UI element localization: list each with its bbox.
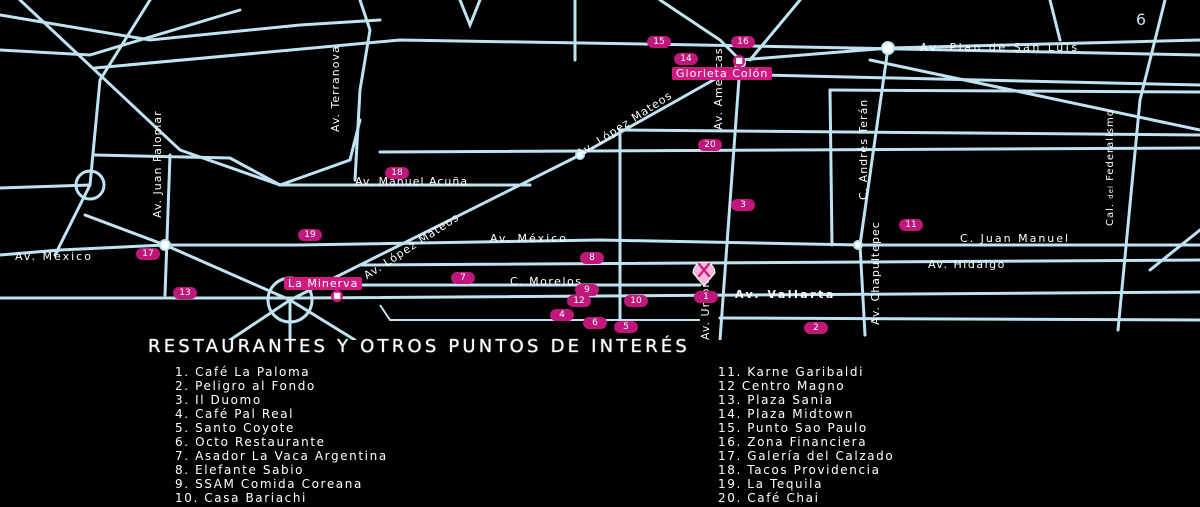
street-label-andres-teran: C. Andrés Terán bbox=[857, 98, 870, 200]
road bbox=[93, 38, 1200, 70]
legend-list-left: 1. Café La Paloma 2. Peligro al Fondo 3.… bbox=[175, 365, 388, 505]
legend-item: 13. Plaza Sania bbox=[718, 393, 834, 407]
road bbox=[828, 88, 834, 247]
road bbox=[378, 146, 1200, 154]
poi-marker-19[interactable]: 19 bbox=[298, 229, 322, 241]
poi-marker-17[interactable]: 17 bbox=[136, 248, 160, 260]
street-label-federalismo-del: del bbox=[1107, 185, 1115, 199]
poi-marker-5[interactable]: 5 bbox=[614, 321, 638, 333]
poi-marker-18[interactable]: 18 bbox=[385, 167, 409, 179]
road-federalismo bbox=[1116, 0, 1167, 332]
legend-item: 4. Café Pal Real bbox=[175, 407, 295, 421]
street-label-manuel-acuna: Av. Manuel Acuña bbox=[355, 175, 469, 188]
legend-item: 2. Peligro al Fondo bbox=[175, 379, 316, 393]
road-manuel-acuna bbox=[93, 153, 532, 187]
poi-marker-2[interactable]: 2 bbox=[804, 322, 828, 334]
poi-marker-1[interactable]: 1 bbox=[694, 291, 718, 303]
legend-item: 12 Centro Magno bbox=[718, 379, 846, 393]
road bbox=[0, 13, 382, 42]
road bbox=[758, 73, 1200, 87]
road bbox=[0, 8, 242, 57]
road bbox=[718, 316, 1200, 322]
legend-item: 20. Café Chai bbox=[718, 491, 820, 505]
poi-marker-16[interactable]: 16 bbox=[731, 36, 755, 48]
roundabout bbox=[575, 150, 585, 160]
road bbox=[658, 0, 742, 62]
page-number: 6 bbox=[1135, 10, 1146, 29]
roundabout bbox=[74, 169, 106, 201]
legend-item: 16. Zona Financiera bbox=[718, 435, 868, 449]
street-label-vallarta: Av. Vallarta bbox=[735, 288, 836, 301]
roundabout bbox=[159, 239, 171, 251]
road-hidalgo bbox=[358, 258, 1200, 267]
poi-marker-15[interactable]: 15 bbox=[647, 36, 671, 48]
place-la-minerva: La Minerva bbox=[284, 277, 363, 290]
road bbox=[379, 304, 700, 321]
legend-item: 14. Plaza Midtown bbox=[718, 407, 855, 421]
poi-marker-4[interactable]: 4 bbox=[550, 309, 574, 321]
road bbox=[868, 58, 1200, 132]
poi-marker-6[interactable]: 6 bbox=[583, 317, 607, 329]
poi-marker-3[interactable]: 3 bbox=[731, 199, 755, 211]
road bbox=[353, 0, 372, 182]
street-label-plan-de-san-luis: Av. Plan de San Luis bbox=[920, 41, 1080, 54]
poi-marker-11[interactable]: 11 bbox=[899, 219, 923, 231]
legend-item: 7. Asador La Vaca Argentina bbox=[175, 449, 388, 463]
road bbox=[1048, 0, 1062, 42]
legend-item: 5. Santo Coyote bbox=[175, 421, 295, 435]
street-label-federalismo-name: Federalismo bbox=[1105, 109, 1116, 181]
roundabout bbox=[853, 240, 863, 250]
street-label-juan-palomar: Av. Juan Palomar bbox=[151, 110, 164, 218]
legend-item: 1. Café La Paloma bbox=[175, 365, 311, 379]
legend-item: 8. Elefante Sabio bbox=[175, 463, 305, 477]
poi-marker-7[interactable]: 7 bbox=[451, 272, 475, 284]
legend-item: 11. Karne Garibaldi bbox=[718, 365, 865, 379]
road bbox=[618, 128, 1200, 137]
legend-item: 6. Octo Restaurante bbox=[175, 435, 326, 449]
street-label-union: Av. Unión bbox=[699, 279, 712, 340]
place-glorieta-colon: Glorieta Colón bbox=[672, 67, 773, 80]
poi-marker-9[interactable]: 9 bbox=[575, 284, 599, 296]
monument-icon: ■ bbox=[733, 55, 745, 67]
road bbox=[1148, 228, 1200, 272]
poi-marker-20[interactable]: 20 bbox=[698, 139, 722, 151]
street-label-morelos: C. Morelos bbox=[510, 275, 583, 288]
street-label-mexico-left: Av. México bbox=[15, 250, 93, 263]
poi-marker-12[interactable]: 12 bbox=[567, 295, 591, 307]
street-label-juan-manuel: C. Juan Manuel bbox=[960, 232, 1071, 245]
street-label-americas: Av. Americas bbox=[712, 47, 725, 130]
street-label-chapultepec: Av. Chapultepec bbox=[869, 221, 882, 325]
monument-icon: ■ bbox=[331, 290, 343, 302]
legend-item: 10. Casa Bariachi bbox=[175, 491, 307, 505]
street-label-hidalgo: Av. Hidalgo bbox=[928, 258, 1006, 271]
roundabout bbox=[881, 41, 895, 55]
road-juan-palomar bbox=[163, 153, 172, 297]
legend-item: 9. SSAM Comida Coreana bbox=[175, 477, 363, 491]
road bbox=[228, 298, 357, 340]
legend-item: 15. Punto Sao Paulo bbox=[718, 421, 868, 435]
road bbox=[748, 0, 802, 62]
road bbox=[458, 0, 482, 30]
street-label-federalismo: Cal. del Federalismo bbox=[1105, 109, 1117, 226]
poi-marker-8[interactable]: 8 bbox=[580, 252, 604, 264]
poi-marker-14[interactable]: 14 bbox=[674, 53, 698, 65]
street-label-terranova: Av. Terranova bbox=[329, 45, 342, 132]
street-label-federalismo-prefix: Cal. bbox=[1105, 202, 1116, 226]
legend-list-right: 11. Karne Garibaldi 12 Centro Magno 13. … bbox=[718, 365, 894, 505]
street-label-mexico-center: Av. México bbox=[490, 232, 568, 245]
location-pin-icon[interactable] bbox=[689, 257, 719, 287]
legend-item: 18. Tacos Providencia bbox=[718, 463, 881, 477]
road bbox=[278, 118, 362, 187]
street-map bbox=[0, 0, 1200, 340]
road bbox=[18, 0, 282, 187]
poi-marker-10[interactable]: 10 bbox=[624, 295, 648, 307]
poi-marker-13[interactable]: 13 bbox=[173, 287, 197, 299]
legend-item: 19. La Tequila bbox=[718, 477, 824, 491]
legend-item: 3. Il Duomo bbox=[175, 393, 262, 407]
legend-item: 17. Galería del Calzado bbox=[718, 449, 895, 463]
road bbox=[53, 0, 152, 257]
legend-title: RESTAURANTES Y OTROS PUNTOS DE INTERÉS bbox=[148, 336, 690, 357]
road-vallarta bbox=[0, 290, 1200, 300]
